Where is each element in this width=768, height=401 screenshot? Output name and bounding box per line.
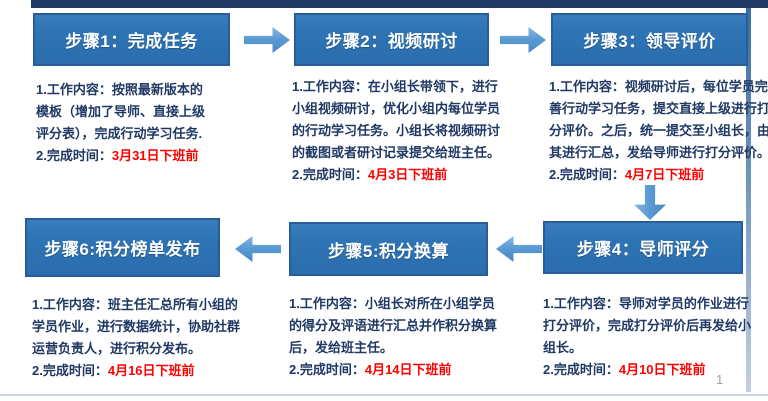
page-number: 1 [716, 372, 724, 387]
step2-content-line: 的行动学习任务。小组长将视频研讨 [292, 123, 501, 138]
step6-box: 步骤6:积分榜单发布 [25, 218, 220, 277]
step4-content-line: 组长。 [543, 340, 583, 355]
arrow-left-icon [235, 236, 281, 262]
step6-content-line: 1.工作内容：班主任汇总所有小组的 [32, 297, 238, 312]
step4-content-line: 打分评价，完成打分评价后再发给小 [543, 318, 752, 333]
step6-description: 1.工作内容：班主任汇总所有小组的 学员作业，进行数据统计，协助社群 运营负责人… [32, 294, 240, 382]
step5-deadline-date: 4月14日下班前 [364, 362, 452, 377]
step2-deadline-label: 2.完成时间： [292, 167, 368, 182]
step4-content-line: 1.工作内容：导师对学员的作业进行 [543, 296, 749, 311]
step6-deadline-line: 2.完成时间：4月16日下班前 [32, 360, 240, 382]
step3-description: 1.工作内容：视频研讨后，每位学员完 善行动学习任务，提交直接上级进行打 分评价… [549, 76, 768, 186]
step3-content-line: 善行动学习任务，提交直接上级进行打 [549, 101, 768, 116]
step4-deadline-label: 2.完成时间： [543, 362, 619, 377]
step5-content-line: 后，发给班主任。 [289, 340, 394, 355]
step5-content-line: 的得分及评语进行汇总并作积分换算 [289, 318, 498, 333]
step3-content-line: 其进行汇总，发给导师进行打分评价。 [549, 145, 768, 160]
step4-title: 步骤4：导师评分 [576, 240, 710, 259]
step5-content-line: 1.工作内容：小组长对所在小组学员 [289, 296, 495, 311]
arrow-right-icon [500, 27, 546, 53]
step5-box: 步骤5:积分换算 [289, 222, 488, 276]
slide-right-accent-line [746, 8, 751, 392]
step1-description: 1.工作内容：按照最新版本的 模板（增加了导师、直接上级 评分表），完成行动学习… [36, 79, 205, 167]
arrow-right-icon [244, 27, 290, 53]
arrow-left-icon [496, 236, 542, 262]
step1-content-line: 模板（增加了导师、直接上级 [36, 104, 206, 119]
step6-content-line: 运营负责人，进行积分发布。 [32, 341, 202, 356]
step2-description: 1.工作内容：在小组长带领下，进行 小组视频研讨，优化小组内每位学员 的行动学习… [292, 76, 500, 186]
step1-box: 步骤1：完成任务 [33, 13, 230, 66]
step3-title: 步骤3：领导评价 [583, 32, 716, 51]
step6-deadline-label: 2.完成时间： [32, 363, 108, 378]
step3-deadline-line: 2.完成时间：4月7日下班前 [549, 164, 768, 186]
step6-title: 步骤6:积分榜单发布 [44, 240, 201, 259]
step5-title: 步骤5:积分换算 [327, 241, 450, 261]
step4-description: 1.工作内容：导师对学员的作业进行 打分评价，完成打分评价后再发给小 组长。 2… [543, 293, 751, 381]
step2-box: 步骤2：视频研讨 [294, 13, 489, 66]
step3-box: 步骤3：领导评价 [551, 13, 748, 66]
arrow-down-icon [634, 185, 666, 220]
step1-deadline-label: 2.完成时间： [36, 148, 112, 163]
step5-deadline-line: 2.完成时间：4月14日下班前 [289, 359, 497, 381]
step6-deadline-date: 4月16日下班前 [107, 363, 195, 378]
step5-deadline-label: 2.完成时间： [289, 362, 365, 377]
step4-deadline-line: 2.完成时间：4月10日下班前 [543, 359, 751, 381]
step2-deadline-date: 4月3日下班前 [367, 167, 448, 182]
step4-deadline-date: 4月10日下班前 [618, 362, 706, 377]
step1-deadline-date: 3月31日下班前 [111, 148, 199, 163]
step3-content-line: 分评价。之后，统一提交至小组长，由 [549, 123, 768, 138]
slide-top-accent-bar [31, 0, 768, 8]
step3-deadline-label: 2.完成时间： [549, 167, 625, 182]
step2-content-line: 的截图或者研讨记录提交给班主任。 [292, 145, 501, 160]
step4-box: 步骤4：导师评分 [543, 221, 743, 274]
step1-content-line: 1.工作内容：按照最新版本的 [36, 82, 203, 97]
step2-title: 步骤2：视频研讨 [325, 32, 458, 51]
step3-deadline-date: 4月7日下班前 [624, 167, 705, 182]
step2-deadline-line: 2.完成时间：4月3日下班前 [292, 164, 500, 186]
step3-content-line: 1.工作内容：视频研讨后，每位学员完 [549, 79, 768, 94]
slide-bottom-edge-line [0, 394, 768, 396]
step2-content-line: 小组视频研讨，优化小组内每位学员 [292, 101, 501, 116]
step1-title: 步骤1：完成任务 [65, 32, 198, 51]
step2-content-line: 1.工作内容：在小组长带领下，进行 [292, 79, 498, 94]
step5-description: 1.工作内容：小组长对所在小组学员 的得分及评语进行汇总并作积分换算 后，发给班… [289, 293, 497, 381]
step1-deadline-line: 2.完成时间：3月31日下班前 [36, 145, 205, 167]
step6-content-line: 学员作业，进行数据统计，协助社群 [32, 319, 241, 334]
step1-content-line: 评分表），完成行动学习任务. [36, 126, 203, 141]
